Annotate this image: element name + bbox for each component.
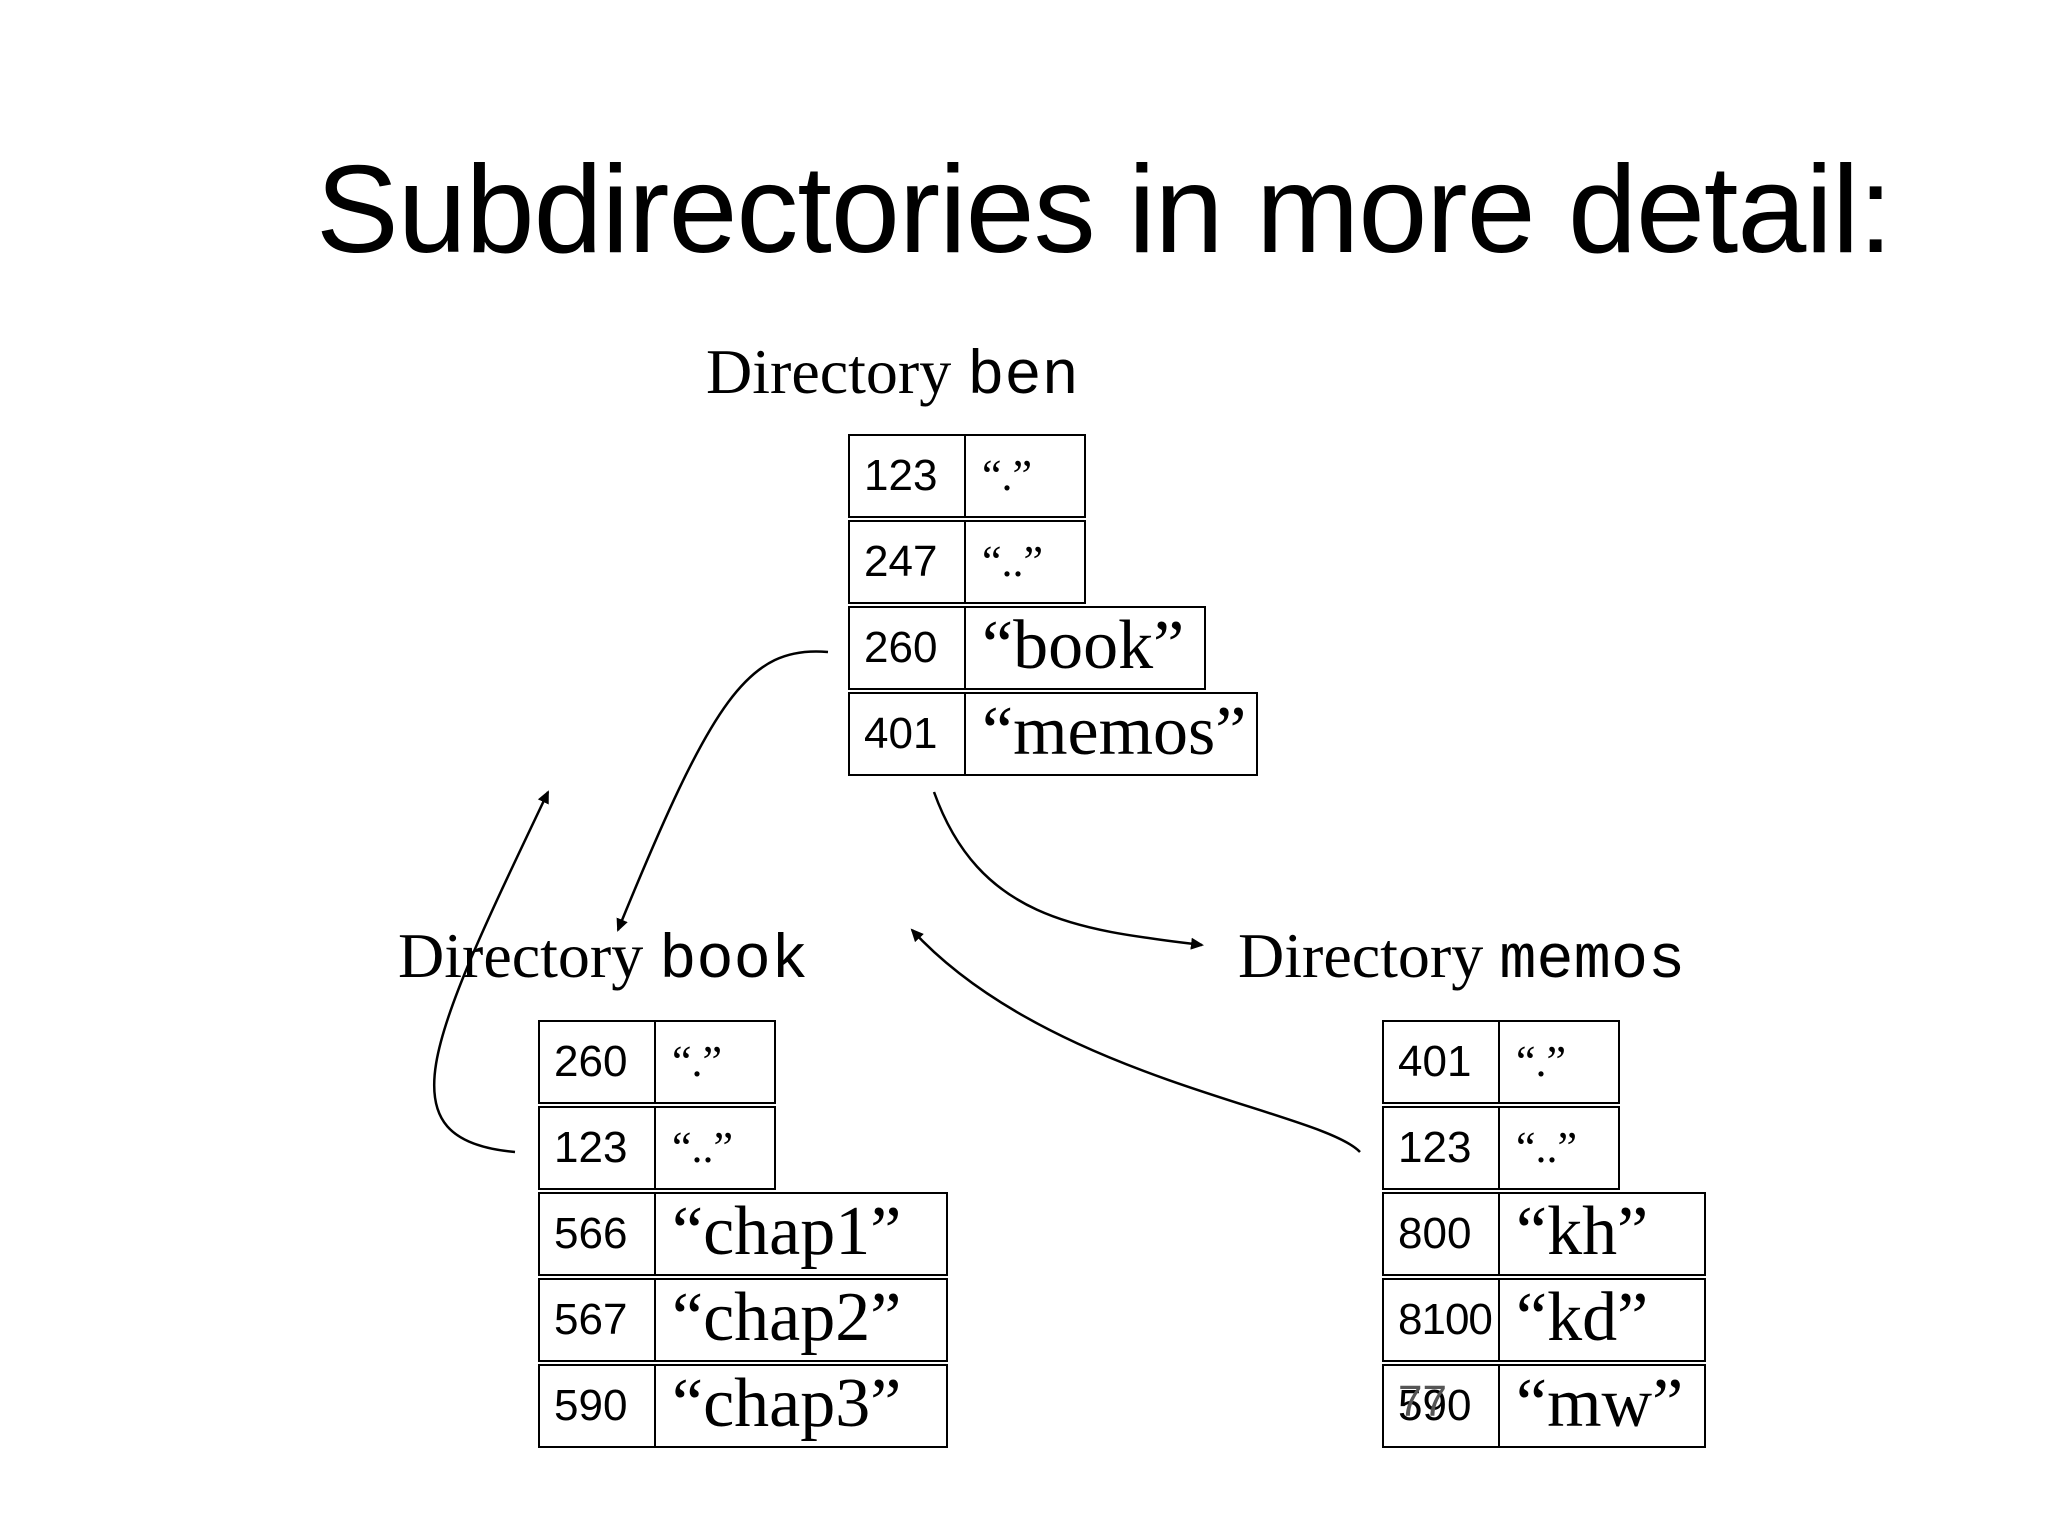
directory-ben-label: Directory ben (706, 336, 1079, 413)
inode-number: 123 (1382, 1106, 1500, 1190)
inode-number: 567 (538, 1278, 656, 1362)
directory-label-text: Directory (398, 920, 644, 991)
inode-number: 260 (848, 606, 966, 690)
directory-name: memos (1499, 925, 1686, 996)
arrow-book-parent (432, 790, 550, 1154)
inode-number: 401 (1382, 1020, 1500, 1104)
directory-book-label: Directory book (398, 920, 808, 997)
entry-name: “chap3” (656, 1364, 948, 1448)
entry-name: “.” (1500, 1020, 1620, 1104)
entry-name: “..” (966, 520, 1086, 604)
entry-name: “book” (966, 606, 1206, 690)
directory-ben-entry: 401 “memos” (848, 692, 1258, 776)
entry-name: “memos” (966, 692, 1258, 776)
directory-ben-entry: 123 “.” (848, 434, 1086, 518)
directory-book-entry: 260 “.” (538, 1020, 776, 1104)
directory-memos-entry: 590 77 “mw” (1382, 1364, 1706, 1448)
directory-book-entry: 567 “chap2” (538, 1278, 948, 1362)
directory-name: ben (967, 341, 1079, 412)
arrow-memos-parent (910, 928, 1361, 1153)
inode-number: 590 (1398, 1381, 1472, 1430)
entry-name: “mw” (1500, 1364, 1706, 1448)
entry-name: “..” (1500, 1106, 1620, 1190)
inode-number: 401 (848, 692, 966, 776)
directory-ben-entry: 260 “book” (848, 606, 1206, 690)
inode-number: 247 (848, 520, 966, 604)
entry-name: “kh” (1500, 1192, 1706, 1276)
directory-memos-entry: 401 “.” (1382, 1020, 1620, 1104)
inode-number: 800 (1382, 1192, 1500, 1276)
directory-book-entry: 590 “chap3” (538, 1364, 948, 1448)
entry-name: “..” (656, 1106, 776, 1190)
entry-name: “kd” (1500, 1278, 1706, 1362)
slide-title: Subdirectories in more detail: (316, 141, 1893, 279)
inode-number: 590 (538, 1364, 656, 1448)
directory-label-text: Directory (706, 336, 952, 407)
entry-name: “.” (966, 434, 1086, 518)
directory-memos-entry: 800 “kh” (1382, 1192, 1706, 1276)
inode-number-overstrike: 77 (1398, 1377, 1447, 1426)
inode-number: 566 (538, 1192, 656, 1276)
directory-name: book (659, 925, 809, 996)
inode-number-overlapping: 590 77 (1382, 1364, 1500, 1448)
inode-number: 123 (538, 1106, 656, 1190)
directory-book-entry: 566 “chap1” (538, 1192, 948, 1276)
directory-book-entry: 123 “..” (538, 1106, 776, 1190)
inode-number: 260 (538, 1020, 656, 1104)
directory-memos-entry: 123 “..” (1382, 1106, 1620, 1190)
arrow-ben-to-memos (932, 791, 1204, 950)
inode-number: 8100 (1382, 1278, 1500, 1362)
directory-memos-label: Directory memos (1238, 920, 1685, 997)
directory-label-text: Directory (1238, 920, 1484, 991)
entry-name: “chap1” (656, 1192, 948, 1276)
arrow-ben-to-book (616, 650, 829, 932)
inode-number: 123 (848, 434, 966, 518)
entry-name: “chap2” (656, 1278, 948, 1362)
directory-memos-entry: 8100 “kd” (1382, 1278, 1706, 1362)
directory-ben-entry: 247 “..” (848, 520, 1086, 604)
entry-name: “.” (656, 1020, 776, 1104)
